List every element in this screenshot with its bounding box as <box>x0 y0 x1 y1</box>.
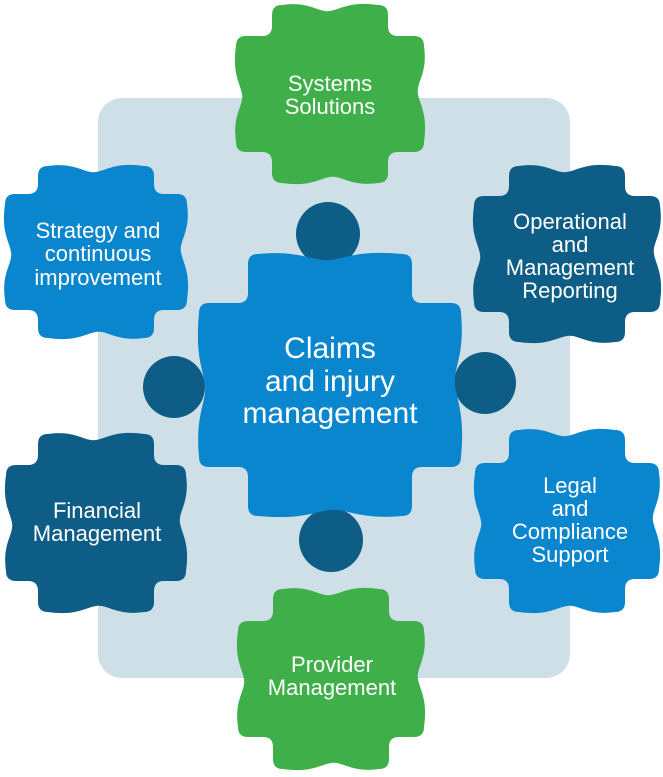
label-operational-reporting: Operational and Management Reporting <box>505 208 635 304</box>
puzzle-piece-center <box>197 252 463 518</box>
connector-bottom <box>299 508 363 572</box>
puzzle-piece-bottom-right <box>473 428 661 614</box>
label-provider-management: Provider Management <box>267 651 397 700</box>
label-financial-management: Financial Management <box>32 497 162 546</box>
connector-left <box>143 356 205 418</box>
puzzle-piece-bottom-left <box>4 432 188 614</box>
puzzle-piece-top <box>234 3 426 185</box>
label-legal-compliance: Legal and Compliance Support <box>511 472 629 568</box>
label-strategy: Strategy and continuous improvement <box>34 218 162 290</box>
connector-right <box>454 352 516 414</box>
label-claims-injury-management: Claims and injury management <box>242 332 418 431</box>
puzzle-piece-top-right <box>472 164 662 344</box>
label-systems-solutions: Systems Solutions <box>284 70 376 119</box>
puzzle-piece-top-left <box>3 164 189 340</box>
puzzle-piece-bottom <box>236 587 426 771</box>
connector-top <box>296 202 360 266</box>
